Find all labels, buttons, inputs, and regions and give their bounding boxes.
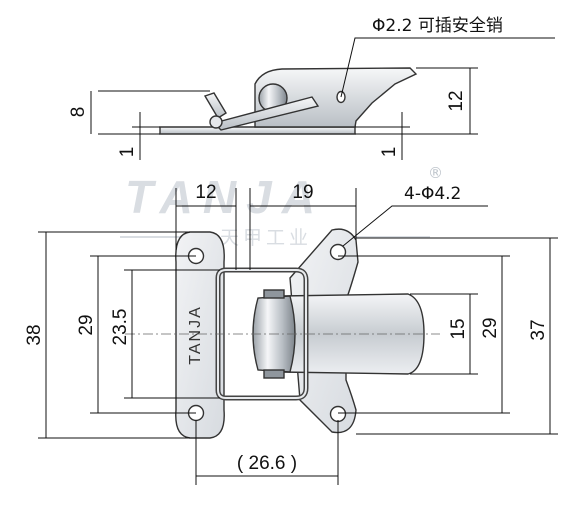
hole-note-leader — [342, 205, 488, 247]
side-hook-tip — [203, 92, 227, 119]
hole-bottom-right — [329, 405, 347, 423]
dim-15-label: 15 — [448, 318, 469, 339]
watermark-registered-mark: ® — [428, 164, 443, 182]
spring-cap-bottom — [263, 369, 285, 379]
top-view: TANJA 12 19 4-Φ4.2 38 — [24, 182, 558, 485]
watermark-brand: TANJA — [125, 171, 325, 223]
dim-23-5-label: 23.5 — [110, 309, 131, 346]
side-hinge — [209, 115, 223, 129]
watermark-brand-cn: 天甲工业 — [220, 227, 312, 249]
dim-w12-label: 12 — [195, 182, 216, 203]
pin-note: Φ2.2 可插安全销 — [372, 16, 503, 36]
dim-1-left-label: 1 — [117, 147, 138, 158]
dim-12-label: 12 — [446, 90, 467, 111]
dim-29-right-label: 29 — [480, 317, 501, 338]
dim-w19-label: 19 — [292, 182, 313, 203]
strap — [279, 293, 425, 375]
wire-loop-highlight — [217, 269, 307, 399]
dim-1-right-label: 1 — [379, 147, 400, 158]
spring-cap-top — [263, 289, 285, 299]
side-base-plate — [159, 126, 356, 135]
left-mounting-plate — [175, 231, 225, 439]
dim-26-6-label: ( 26.6 ) — [237, 453, 297, 474]
watermark: TANJA 天甲工业 ® — [120, 164, 443, 249]
dim-29-left-label: 29 — [76, 314, 97, 335]
dim-38-label: 38 — [24, 324, 45, 345]
hole-note: 4-Φ4.2 — [404, 184, 461, 204]
dim-8-label: 8 — [68, 107, 89, 118]
dim-37-label: 37 — [528, 319, 549, 340]
side-view: Φ2.2 可插安全销 8 1 1 12 — [68, 16, 555, 160]
part-stamp: TANJA — [187, 305, 204, 364]
pin-note-leader — [340, 37, 555, 98]
hole-top-right — [329, 243, 347, 261]
